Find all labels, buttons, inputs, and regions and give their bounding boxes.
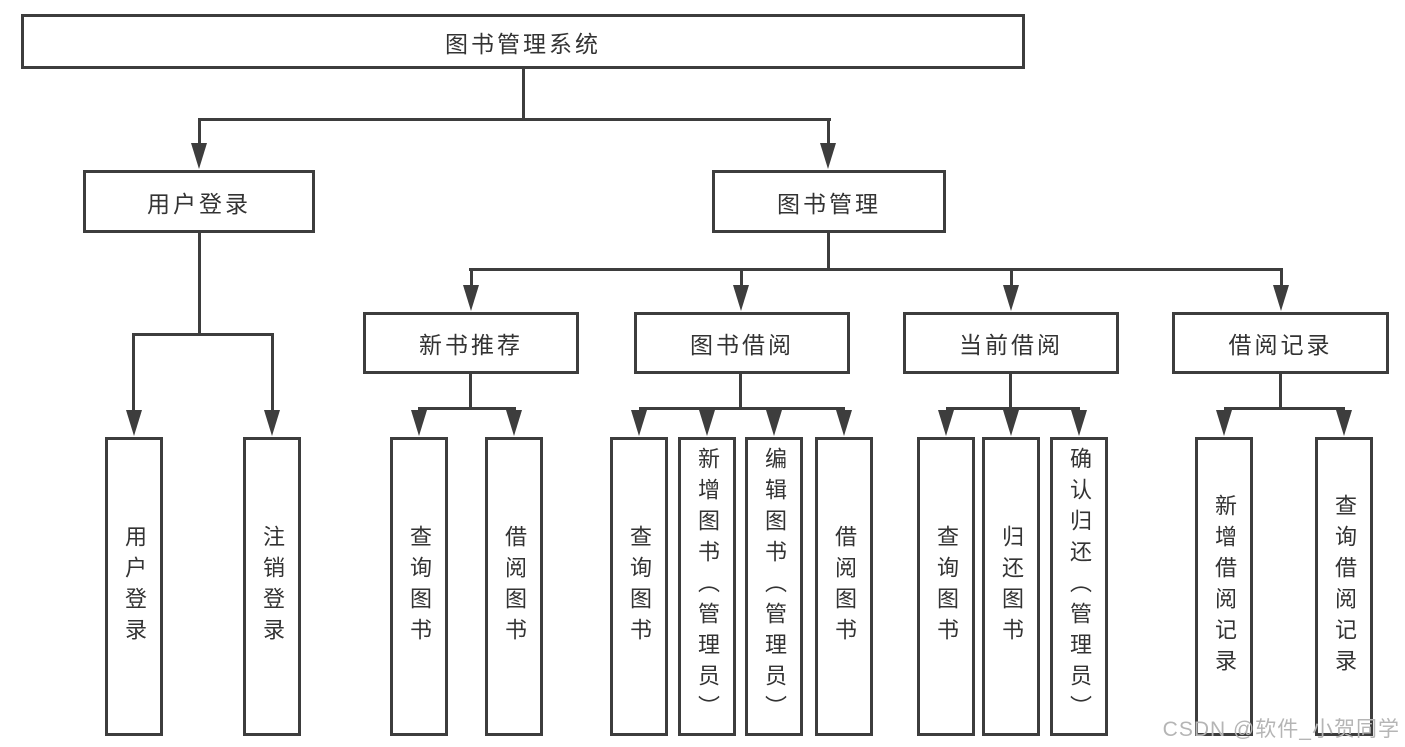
node-book-management-system: 图书管理系统 xyxy=(21,14,1025,69)
arrow-down-icon xyxy=(1003,410,1019,436)
connector-borrow-rail xyxy=(639,407,845,410)
connector-root-stem xyxy=(522,68,525,121)
node-label: 当前借阅 xyxy=(959,332,1063,358)
arrow-down-icon xyxy=(411,410,427,436)
connector-current-stub xyxy=(1009,374,1012,410)
connector-records-stub xyxy=(1279,374,1282,410)
arrow-down-icon xyxy=(264,410,280,436)
node-confirm-return-admin: 确认归还（管理员） xyxy=(1050,437,1108,736)
connector-borrow-stub xyxy=(739,374,742,410)
connector-login-rail xyxy=(132,333,274,336)
node-edit-book-admin: 编辑图书（管理员） xyxy=(745,437,803,736)
arrow-down-icon xyxy=(1336,410,1352,436)
connector-recommend-stub xyxy=(469,374,472,410)
node-label: 查询图书 xyxy=(934,524,959,649)
node-query-books-borrow: 查询图书 xyxy=(610,437,668,736)
node-user-login: 用户登录 xyxy=(83,170,315,233)
arrow-down-icon xyxy=(191,143,207,169)
node-query-borrow-record: 查询借阅记录 xyxy=(1315,437,1373,736)
node-label: 查询图书 xyxy=(407,524,432,649)
connector-book-management-stem xyxy=(827,118,830,146)
arrow-down-icon xyxy=(836,410,852,436)
connector-records-rail xyxy=(1224,407,1345,410)
connector-management-stub xyxy=(827,232,830,271)
connector-recommend-stem xyxy=(470,268,473,287)
node-label: 图书管理系统 xyxy=(445,30,601,57)
node-user-login-leaf: 用户登录 xyxy=(105,437,163,736)
connector-login-stub xyxy=(198,232,201,336)
connector-borrow-stem xyxy=(740,268,743,287)
node-label: 用户登录 xyxy=(147,190,251,217)
arrow-down-icon xyxy=(820,143,836,169)
csdn-watermark: CSDN @软件_小贺同学 xyxy=(1162,718,1400,741)
arrow-down-icon xyxy=(631,410,647,436)
node-label: 借阅图书 xyxy=(832,524,857,649)
arrow-down-icon xyxy=(766,410,782,436)
node-label: 新增借阅记录 xyxy=(1212,493,1237,680)
arrow-down-icon xyxy=(1071,410,1087,436)
node-borrow-book: 借阅图书 xyxy=(815,437,873,736)
node-label: 用户登录 xyxy=(122,524,147,649)
node-current-borrow: 当前借阅 xyxy=(903,312,1119,374)
connector-records-stem xyxy=(1280,268,1283,287)
connector-login-leaf-stem xyxy=(132,333,135,413)
connector-logout-leaf-stem xyxy=(271,333,274,413)
arrow-down-icon xyxy=(1273,285,1289,311)
connector-current-stem xyxy=(1010,268,1013,287)
node-label: 借阅记录 xyxy=(1228,332,1333,358)
arrow-down-icon xyxy=(126,410,142,436)
node-label: 查询借阅记录 xyxy=(1332,493,1357,680)
node-label: 借阅图书 xyxy=(502,524,527,649)
node-label: 确认归还（管理员） xyxy=(1067,447,1092,726)
node-add-borrow-record: 新增借阅记录 xyxy=(1195,437,1253,736)
node-new-book-recommend: 新书推荐 xyxy=(363,312,579,374)
node-book-borrow: 图书借阅 xyxy=(634,312,850,374)
node-book-management: 图书管理 xyxy=(712,170,946,233)
node-label: 查询图书 xyxy=(627,524,652,649)
connector-recommend-rail xyxy=(418,407,516,410)
connector-level1-rail xyxy=(198,118,831,121)
node-label: 图书借阅 xyxy=(690,332,794,358)
arrow-down-icon xyxy=(733,285,749,311)
connector-current-rail xyxy=(946,407,1080,410)
node-return-book: 归还图书 xyxy=(982,437,1040,736)
arrow-down-icon xyxy=(1003,285,1019,311)
arrow-down-icon xyxy=(699,410,715,436)
connector-user-login-stem xyxy=(198,118,201,146)
node-label: 新增图书（管理员） xyxy=(695,447,720,726)
arrow-down-icon xyxy=(938,410,954,436)
node-borrow-records: 借阅记录 xyxy=(1172,312,1389,374)
node-label: 归还图书 xyxy=(999,524,1024,649)
connector-level2-rail xyxy=(469,268,1283,271)
arrow-down-icon xyxy=(463,285,479,311)
node-label: 新书推荐 xyxy=(419,332,523,358)
node-label: 编辑图书（管理员） xyxy=(762,447,787,726)
node-query-books-recommend: 查询图书 xyxy=(390,437,448,736)
node-query-books-current: 查询图书 xyxy=(917,437,975,736)
arrow-down-icon xyxy=(1216,410,1232,436)
node-label: 注销登录 xyxy=(260,524,285,649)
node-borrow-book-recommend: 借阅图书 xyxy=(485,437,543,736)
node-logout: 注销登录 xyxy=(243,437,301,736)
node-label: 图书管理 xyxy=(777,190,881,217)
node-add-book-admin: 新增图书（管理员） xyxy=(678,437,736,736)
arrow-down-icon xyxy=(506,410,522,436)
